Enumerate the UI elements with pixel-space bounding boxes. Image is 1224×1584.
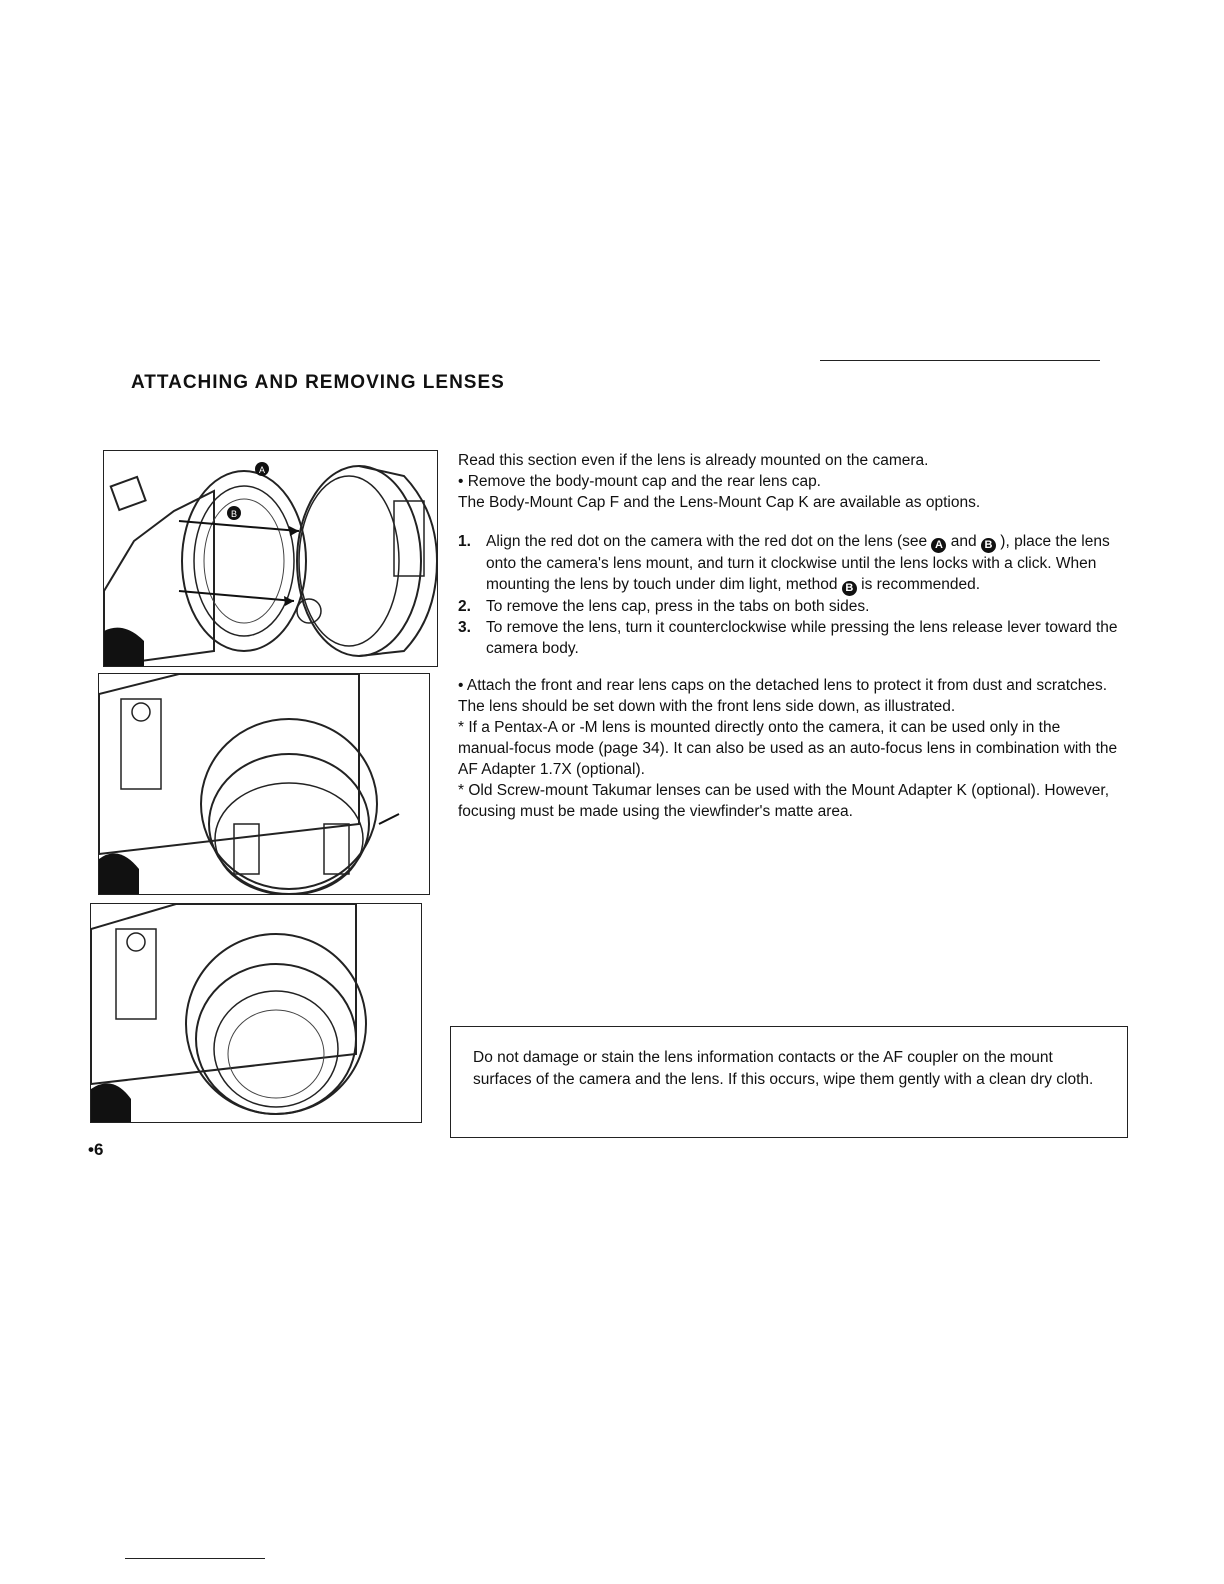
step-2-text: To remove the lens cap, press in the tab… [486,598,870,615]
page-title: ATTACHING AND REMOVING LENSES [131,372,505,393]
step-3-number: 3. [458,619,471,636]
mounted-lens-illustration [91,904,367,1122]
steps-list: 1. Align the red dot on the camera with … [458,531,1118,659]
step-1: 1. Align the red dot on the camera with … [458,531,1118,596]
figure-lens-cap [98,673,430,895]
caution-box: Do not damage or stain the lens informat… [450,1026,1128,1138]
step-3: 3. To remove the lens, turn it countercl… [458,617,1118,659]
marker-b-icon: B [980,538,996,553]
marker-b-label: B [231,509,237,519]
step-1-part-2: and [950,533,977,550]
main-text: Read this section even if the lens is al… [458,450,1118,822]
top-rule [820,360,1100,361]
step-2: 2. To remove the lens cap, press in the … [458,596,1118,617]
lens-alignment-illustration: B A [104,462,437,666]
marker-a-icon: A [931,538,947,553]
marker-a-label: A [259,465,265,475]
figure-mounted-lens [90,903,422,1123]
intro-line-2: • Remove the body-mount cap and the rear… [458,473,821,490]
intro-line-1: Read this section even if the lens is al… [458,452,929,469]
step-2-number: 2. [458,598,471,615]
step-1-number: 1. [458,533,471,550]
note-attach-caps: • Attach the front and rear lens caps on… [458,677,1108,715]
bottom-rule [125,1558,265,1559]
page-number: •6 [88,1140,104,1159]
step-1-text: Align the red dot on the camera with the… [486,531,1118,596]
step-1-part-3: ), place the lens onto the camera's lens… [486,533,1110,593]
step-1-part-1: Align the red dot on the camera with the… [486,533,928,550]
intro-line-3: The Body-Mount Cap F and the Lens-Mount … [458,494,981,511]
note-takumar-lenses: * Old Screw-mount Takumar lenses can be … [458,782,1110,820]
lens-cap-illustration [99,674,400,894]
marker-method-icon: B [841,581,857,596]
step-1-part-4: is recommended. [861,576,981,593]
step-3-text: To remove the lens, turn it counterclock… [486,619,1118,657]
note-pentax-lenses: * If a Pentax-A or -M lens is mounted di… [458,719,1118,778]
figure-lens-alignment: B A [103,450,438,667]
